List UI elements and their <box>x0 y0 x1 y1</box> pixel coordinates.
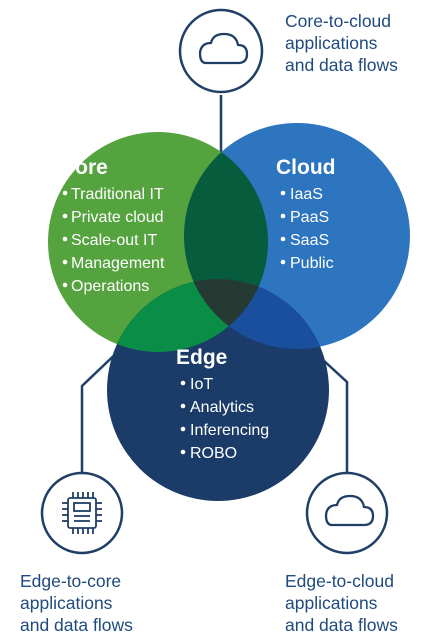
edge-title: Edge <box>176 346 227 369</box>
core-item: Traditional IT <box>71 186 164 203</box>
core-to-cloud-caption: Core-to-cloud applications and data flow… <box>285 10 398 76</box>
cloud-title: Cloud <box>276 156 335 179</box>
bullet <box>180 449 186 455</box>
caption-line: Edge-to-core <box>20 571 122 591</box>
bullet <box>62 282 68 288</box>
caption-line: Core-to-cloud <box>285 11 392 31</box>
top-icon-badge <box>178 8 264 94</box>
connector-bottom-left <box>80 344 126 478</box>
cloud-item: Public <box>290 255 334 272</box>
caption-line: applications <box>285 33 378 53</box>
cloud-item: IaaS <box>290 186 323 203</box>
core-item: Management <box>71 255 165 272</box>
bullet <box>180 403 186 409</box>
cloud-item: SaaS <box>290 232 329 249</box>
bullet <box>62 190 68 196</box>
edge-item: Analytics <box>190 399 254 416</box>
caption-line: applications <box>20 593 113 613</box>
edge-item: Inferencing <box>190 422 269 439</box>
cloud-icon <box>324 494 375 527</box>
edge-item: ROBO <box>190 445 237 462</box>
bullet <box>280 236 286 242</box>
edge-label-group: Edge IoT Analytics Inferencing ROBO <box>176 346 269 462</box>
cloud-label-group: Cloud IaaS PaaS SaaS Public <box>276 156 335 272</box>
caption-line: Edge-to-cloud <box>285 571 394 591</box>
bullet <box>62 213 68 219</box>
edge-item: IoT <box>190 376 213 393</box>
caption-line: and data flows <box>285 55 398 75</box>
edge-to-cloud-caption: Edge-to-cloud applications and data flow… <box>285 570 398 636</box>
bullet <box>180 380 186 386</box>
bullet <box>280 259 286 265</box>
core-edge-overlap <box>107 279 268 352</box>
core-label-group: Core Traditional IT Private cloud Scale-… <box>60 156 165 295</box>
cloud-edge-overlap <box>184 279 329 349</box>
chip-icon <box>62 492 102 534</box>
core-item: Operations <box>71 278 149 295</box>
bullet <box>62 236 68 242</box>
bullet <box>180 426 186 432</box>
cloud-item: PaaS <box>290 209 329 226</box>
bottom-right-icon-badge <box>305 471 389 555</box>
cloud-icon <box>198 32 249 65</box>
caption-line: and data flows <box>285 615 398 635</box>
core-item: Scale-out IT <box>71 232 157 249</box>
caption-line: and data flows <box>20 615 133 635</box>
caption-line: applications <box>285 593 378 613</box>
bottom-left-icon-badge <box>40 471 124 555</box>
core-title: Core <box>60 156 108 179</box>
bullet <box>280 190 286 196</box>
bullet <box>62 259 68 265</box>
core-item: Private cloud <box>71 209 164 226</box>
edge-to-core-caption: Edge-to-core applications and data flows <box>20 570 133 636</box>
bullet <box>280 213 286 219</box>
